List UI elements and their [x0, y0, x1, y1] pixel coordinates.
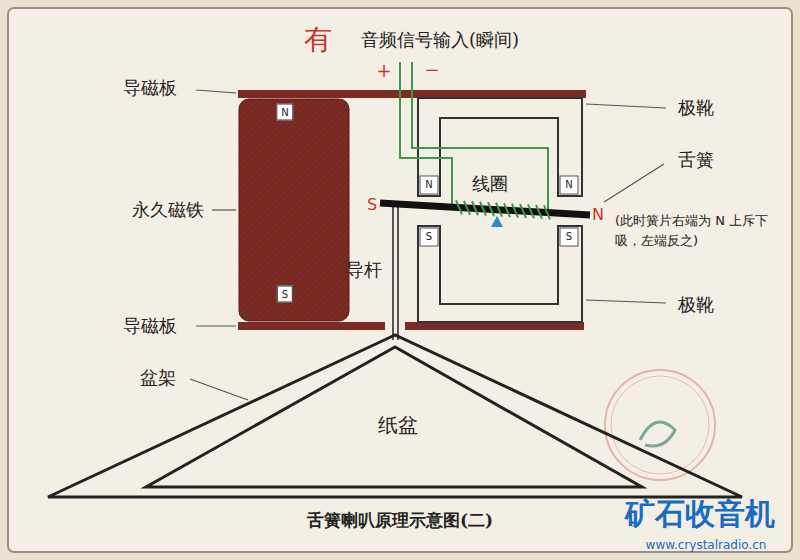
- pole-mark: S: [566, 231, 572, 243]
- lead-wire: [400, 62, 452, 206]
- pole-square: [560, 176, 578, 194]
- watermark: 矿石收音机: [625, 496, 775, 532]
- part-name: 永久磁铁: [132, 199, 204, 221]
- leader-lines: [190, 90, 666, 400]
- coil-turn: [504, 203, 510, 217]
- lower-pole-shoe: [418, 226, 582, 322]
- part-name: 导磁板: [123, 315, 177, 337]
- terminal-sign: +: [376, 60, 391, 82]
- permanent-magnet: NS: [238, 98, 350, 322]
- pivot: [491, 216, 503, 227]
- pole-mark: S: [367, 195, 377, 214]
- seal-stamp: [605, 370, 715, 480]
- paper-frame: [8, 8, 792, 552]
- paper-cone: 纸盆: [46, 333, 746, 501]
- seal-horse: [640, 422, 675, 446]
- title-text: 音频信号输入(瞬间): [361, 29, 519, 51]
- pole-square: [560, 228, 578, 246]
- part-name: 极靴: [678, 97, 714, 119]
- pole-mark: S: [277, 286, 293, 303]
- guide-rod: [392, 205, 394, 340]
- coil-turn: [464, 201, 470, 215]
- part-name: 导磁板: [123, 77, 177, 99]
- pole-mark: N: [565, 179, 572, 191]
- pole-square: [420, 228, 438, 246]
- coil-turn: [488, 202, 494, 216]
- guide-rod: [397, 206, 399, 340]
- lead-wire: [412, 62, 548, 212]
- pole-mark: N: [276, 104, 293, 121]
- part-name: 舌簧: [678, 149, 714, 171]
- bottom-plate-right: [405, 322, 584, 330]
- coil-turn: [528, 204, 534, 218]
- title-char: 有: [304, 23, 332, 57]
- note: (此时簧片右端为 N 上斥下吸，左端反之): [615, 211, 785, 250]
- bottom-plate-left: [238, 322, 385, 330]
- coil-turn: [456, 200, 462, 214]
- pole-square: [420, 176, 438, 194]
- coil-turn: [496, 203, 502, 217]
- pole-mark: N: [425, 179, 432, 191]
- pole-mark: N: [592, 205, 604, 224]
- part-name: 纸盆: [378, 412, 418, 439]
- part-name: 盆架: [140, 367, 176, 389]
- coil-turn: [536, 205, 542, 219]
- coil-turn: [544, 205, 550, 219]
- part-name: 极靴: [678, 294, 714, 316]
- magnet-body: [238, 98, 350, 322]
- coil-winding: [456, 200, 550, 219]
- terminal-sign: −: [424, 59, 439, 81]
- caption: 舌簧喇叭原理示意图(二): [307, 510, 493, 530]
- part-name: 导杆: [346, 259, 382, 281]
- coil-turn: [472, 201, 478, 215]
- part-name: 线圈: [472, 173, 508, 195]
- coil-turn: [480, 202, 486, 216]
- coil-turn: [512, 204, 518, 218]
- watermark-url: www.crystalradio.cn: [646, 538, 767, 552]
- pole-mark: S: [426, 231, 432, 243]
- coil-turn: [520, 204, 526, 218]
